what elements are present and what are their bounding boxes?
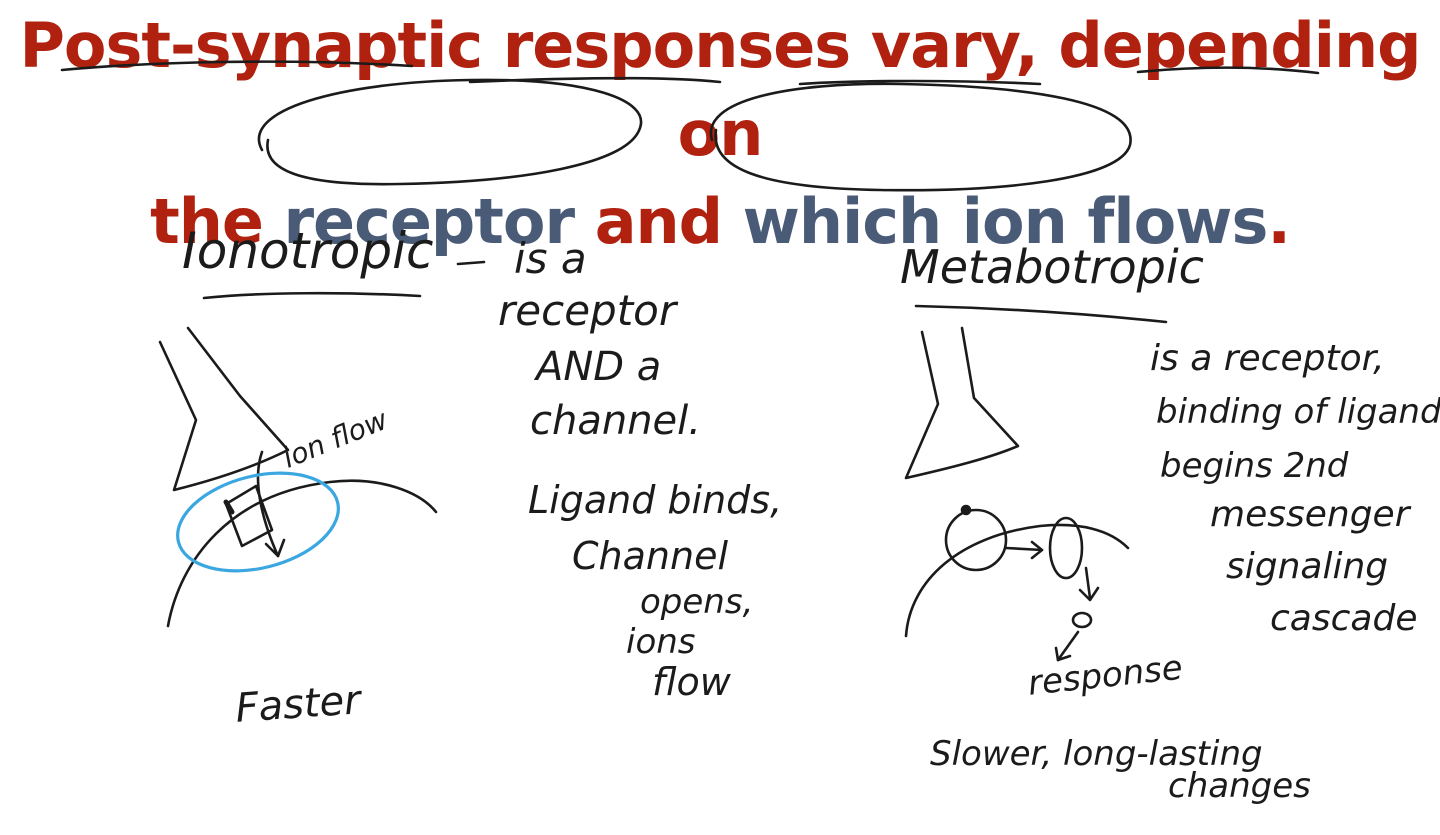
metabotropic-desc-6: cascade xyxy=(1270,598,1418,639)
ionotropic-ion-arrowhead xyxy=(264,538,286,558)
ionotropic-heading: Ionotropic xyxy=(182,222,434,280)
title-overline-stroke xyxy=(468,76,722,84)
metabotropic-desc-2: binding of ligand xyxy=(1156,392,1440,432)
ionotropic-desc-4: channel. xyxy=(530,398,701,444)
title-circle-receptor xyxy=(257,78,643,186)
ionotropic-highlight-circle xyxy=(176,471,340,573)
ionotropic-ion-arrow xyxy=(256,450,280,558)
ionotropic-bind-2: Channel xyxy=(572,534,729,578)
title-underline-postsynaptic xyxy=(60,60,414,72)
metabotropic-arrowhead-1 xyxy=(1030,540,1044,560)
ionotropic-desc-3: AND a xyxy=(536,344,662,390)
ionotropic-channel xyxy=(224,484,274,548)
ionotropic-axon-terminal xyxy=(158,326,290,492)
title-period: . xyxy=(1267,185,1291,258)
title-the: the xyxy=(150,185,284,258)
metabotropic-second-messenger xyxy=(1071,611,1093,629)
metabotropic-speed-2: changes xyxy=(1168,766,1311,806)
ionotropic-speed: Faster xyxy=(234,677,363,732)
metabotropic-arrow-3 xyxy=(1056,630,1080,662)
ionotropic-underline xyxy=(202,291,422,300)
ionotropic-desc-2: receptor xyxy=(498,286,677,335)
metabotropic-receptor xyxy=(944,508,1008,572)
title-underline-depending xyxy=(1136,66,1320,75)
metabotropic-desc-3: begins 2nd xyxy=(1160,446,1349,486)
metabotropic-arrowhead-3 xyxy=(1054,646,1072,662)
title-receptor: receptor xyxy=(283,185,575,258)
metabotropic-arrow-1 xyxy=(1004,546,1044,552)
title-line-1: Post-synaptic responses vary, depending … xyxy=(19,9,1421,170)
metabotropic-underline xyxy=(914,304,1168,324)
metabotropic-desc-5: signaling xyxy=(1226,546,1389,587)
metabotropic-speed-1: Slower, long-lasting xyxy=(930,734,1263,774)
title-line-2: the receptor and which ion flows. xyxy=(0,178,1440,266)
ionotropic-ligand xyxy=(223,499,235,515)
metabotropic-g-protein xyxy=(1048,516,1084,580)
metabotropic-arrowhead-2 xyxy=(1078,586,1100,602)
ionotropic-membrane xyxy=(166,479,438,628)
metabotropic-membrane xyxy=(904,523,1130,638)
ionotropic-bind-1: Ligand binds, xyxy=(528,478,783,522)
ionotropic-bind-5: flow xyxy=(652,660,731,704)
ionotropic-desc-1: is a xyxy=(514,234,587,283)
metabotropic-ligand xyxy=(960,504,972,516)
metabotropic-arrow-2 xyxy=(1084,566,1092,600)
slide-title: Post-synaptic responses vary, depending … xyxy=(0,0,1440,266)
metabotropic-heading: Metabotropic xyxy=(900,240,1204,294)
metabotropic-desc-4: messenger xyxy=(1210,494,1410,535)
ionotropic-bind-4: ions xyxy=(626,622,696,662)
title-circle-ion-flows xyxy=(709,82,1132,192)
ionotropic-bind-3: opens, xyxy=(640,582,754,622)
metabotropic-desc-1: is a receptor, xyxy=(1150,338,1385,379)
title-ion-flows: which ion flows xyxy=(742,185,1269,258)
metabotropic-axon-terminal xyxy=(904,326,1020,480)
ionotropic-dash xyxy=(456,260,486,266)
title-overline-stroke-2 xyxy=(798,79,1042,86)
title-and: and xyxy=(574,185,743,258)
